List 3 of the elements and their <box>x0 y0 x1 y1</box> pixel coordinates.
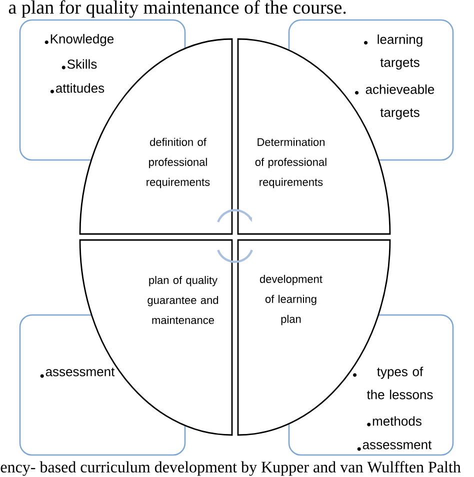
cycle-arrow <box>217 209 252 222</box>
heading-text: a plan for quality maintenance of the course. <box>8 0 346 18</box>
caption: ency- based curriculum development by Kupper and van Wulfften Palth <box>0 461 461 476</box>
